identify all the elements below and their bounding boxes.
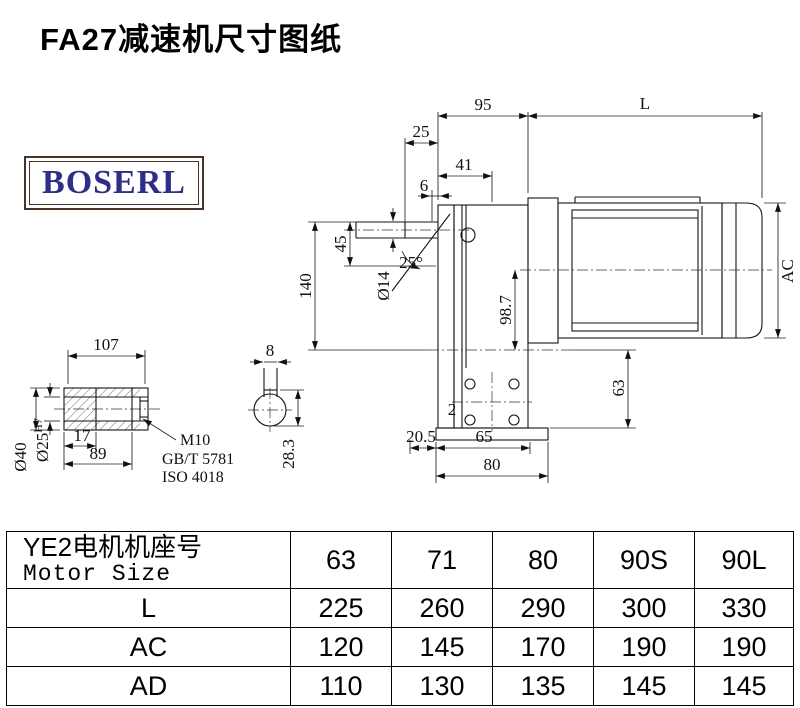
dim-dia25h7-label: Ø25H7 bbox=[31, 418, 52, 462]
center-lines bbox=[54, 229, 772, 432]
dim-25deg-label: 25° bbox=[399, 253, 423, 272]
dim-80-label: 80 bbox=[484, 455, 501, 474]
dim-dia14-label: Ø14 bbox=[374, 271, 393, 301]
dim-2-label: 2 bbox=[448, 400, 457, 419]
header-en: Motor Size bbox=[23, 561, 172, 587]
column-header-90l: 90L bbox=[694, 531, 794, 589]
cell-L-90s: 300 bbox=[593, 588, 695, 628]
dim-65-label: 65 bbox=[476, 427, 493, 446]
dimension-drawing: 95 L 25 41 6 45 25° Ø14 140 98.7 AC 63 2… bbox=[11, 94, 797, 486]
dim-89-label: 89 bbox=[90, 444, 107, 463]
column-header-63: 63 bbox=[290, 531, 392, 589]
header-cn: YE2电机机座号 bbox=[23, 532, 203, 562]
row-label-AD: AD bbox=[6, 666, 291, 706]
note-m10-label: M10 bbox=[180, 432, 210, 449]
cell-AC-80: 170 bbox=[492, 627, 594, 667]
row-label-AC: AC bbox=[6, 627, 291, 667]
gearbox-outline bbox=[355, 204, 549, 441]
table-row-AC: AC 120 145 170 190 190 bbox=[6, 627, 794, 667]
cell-L-63: 225 bbox=[290, 588, 392, 628]
column-header-80: 80 bbox=[492, 531, 594, 589]
motor-outline bbox=[527, 196, 763, 344]
dim-8-label: 8 bbox=[266, 341, 275, 360]
dimension-lines bbox=[33, 113, 781, 479]
dim-17-label: 17 bbox=[74, 426, 92, 445]
dim-AC-label: AC bbox=[778, 259, 797, 283]
note-iso-label: ISO 4018 bbox=[162, 469, 224, 486]
cell-AC-90s: 190 bbox=[593, 627, 695, 667]
cell-L-90l: 330 bbox=[694, 588, 794, 628]
cell-AD-80: 135 bbox=[492, 666, 594, 706]
dim-dia25-text: Ø25 bbox=[33, 433, 52, 462]
dim-41-label: 41 bbox=[456, 155, 473, 174]
column-header-90s: 90S bbox=[593, 531, 695, 589]
shaft-detail bbox=[63, 387, 149, 431]
column-header-71: 71 bbox=[391, 531, 493, 589]
extension-lines bbox=[30, 112, 786, 483]
dim-dia40-label: Ø40 bbox=[11, 442, 30, 471]
motor-size-table: YE2电机机座号 Motor Size 63 71 80 90S 90L L 2… bbox=[6, 531, 794, 706]
table-row-L: L 225 260 290 300 330 bbox=[6, 588, 794, 628]
row-label-L: L bbox=[6, 588, 291, 628]
cell-AD-71: 130 bbox=[391, 666, 493, 706]
boserl-logo-text: BOSERL bbox=[29, 161, 199, 205]
cell-AD-63: 110 bbox=[290, 666, 392, 706]
cell-AD-90l: 145 bbox=[694, 666, 794, 706]
note-gbt-label: GB/T 5781 bbox=[162, 451, 234, 468]
dim-25-label: 25 bbox=[413, 122, 430, 141]
cell-L-71: 260 bbox=[391, 588, 493, 628]
table-row-AD: AD 110 130 135 145 145 bbox=[6, 666, 794, 706]
dim-107-label: 107 bbox=[93, 335, 119, 354]
cell-AC-63: 120 bbox=[290, 627, 392, 667]
dim-L-label: L bbox=[640, 94, 650, 113]
cell-AC-71: 145 bbox=[391, 627, 493, 667]
dim-6-label: 6 bbox=[420, 176, 429, 195]
dim-28-3-label: 28.3 bbox=[279, 439, 298, 469]
cell-AC-90l: 190 bbox=[694, 627, 794, 667]
cell-AD-90s: 145 bbox=[593, 666, 695, 706]
dim-63-label: 63 bbox=[609, 380, 628, 397]
dim-140-label: 140 bbox=[296, 273, 315, 299]
dim-95-label: 95 bbox=[475, 95, 492, 114]
page-title: FA27减速机尺寸图纸 bbox=[40, 22, 343, 57]
keyway-detail bbox=[253, 368, 287, 427]
dim-h7-sup: H7 bbox=[31, 418, 45, 433]
boserl-logo: BOSERL bbox=[24, 156, 204, 210]
dim-98-7-label: 98.7 bbox=[496, 295, 515, 325]
cell-L-80: 290 bbox=[492, 588, 594, 628]
dim-20-5-label: 20.5 bbox=[406, 427, 436, 446]
dim-45-label: 45 bbox=[331, 236, 350, 253]
table-header-motor-size: YE2电机机座号 Motor Size bbox=[6, 531, 291, 589]
